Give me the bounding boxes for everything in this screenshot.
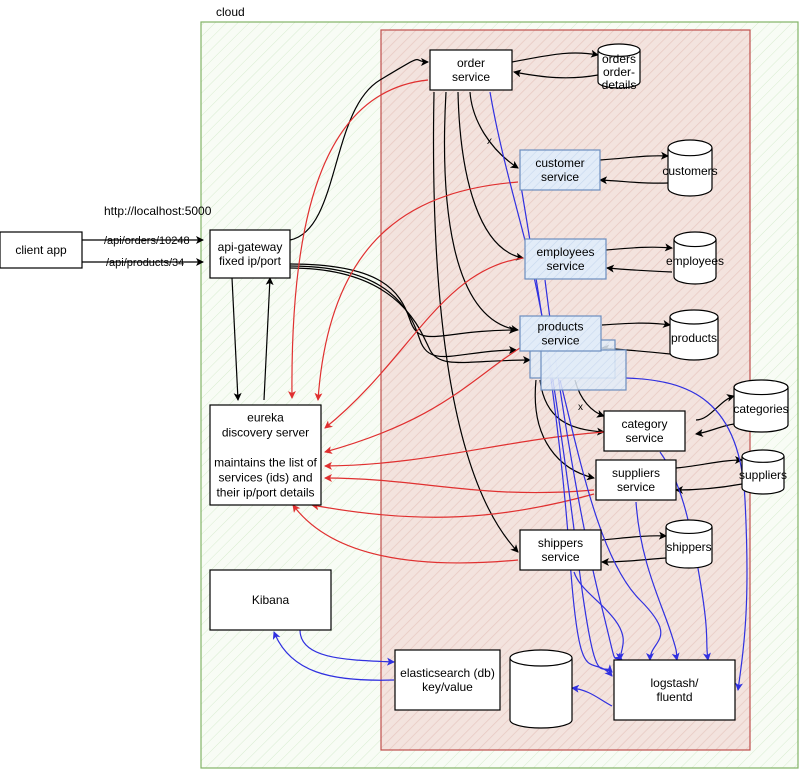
cloud-label: cloud bbox=[216, 5, 245, 19]
employees-database-label: employees bbox=[666, 254, 724, 268]
products-route-label: /api/products/34 bbox=[106, 257, 184, 269]
category-service-box[interactable] bbox=[603, 410, 686, 452]
suppliers-database-icon: suppliers bbox=[739, 449, 787, 495]
node-text: key/value bbox=[422, 680, 473, 694]
node-text: eureka bbox=[247, 411, 284, 425]
order-service-box[interactable] bbox=[429, 49, 513, 91]
node-text: employees bbox=[536, 245, 594, 259]
x-mark-label: x bbox=[487, 136, 492, 147]
products-database-label: products bbox=[671, 331, 717, 345]
node-text: service bbox=[625, 431, 663, 445]
logstash-node[interactable]: logstash/fluentd bbox=[613, 659, 736, 721]
suppliers-service-box[interactable] bbox=[595, 459, 677, 501]
node-text: fluentd bbox=[656, 690, 692, 704]
node-text: discovery server bbox=[222, 426, 309, 440]
node-text: Kibana bbox=[252, 593, 290, 607]
eureka-box[interactable] bbox=[209, 404, 322, 506]
shippers-database-icon: shippers bbox=[665, 519, 713, 569]
node-text: service bbox=[541, 170, 579, 184]
node-text: employees bbox=[666, 254, 724, 268]
logstash-box[interactable] bbox=[613, 659, 736, 721]
shippers-service-box[interactable] bbox=[519, 529, 602, 571]
node-text: shippers bbox=[666, 540, 711, 554]
node-text: products bbox=[671, 331, 717, 345]
kibana-box[interactable] bbox=[209, 569, 332, 631]
categories-database-icon: categories bbox=[733, 379, 789, 433]
node-text: api-gateway bbox=[218, 240, 283, 254]
products-service-replica[interactable] bbox=[540, 349, 627, 391]
node-text: customer bbox=[535, 156, 584, 170]
red-connectors bbox=[287, 79, 605, 564]
products-database-icon: products bbox=[669, 309, 719, 361]
node-text: order- bbox=[603, 65, 635, 79]
customers-database-label: customers bbox=[662, 164, 717, 178]
elasticsearch-database-icon bbox=[509, 649, 573, 729]
orders-route-label: /api/orders/10248 bbox=[104, 235, 190, 247]
shippers-database-label: shippers bbox=[666, 540, 711, 554]
employees-service-box[interactable] bbox=[524, 238, 607, 280]
products-service-box[interactable] bbox=[519, 315, 602, 352]
node-text: details bbox=[602, 78, 637, 92]
node-text: service bbox=[546, 259, 584, 273]
node-text: fixed ip/port bbox=[219, 254, 282, 268]
node-text: products bbox=[537, 320, 583, 334]
node-text: logstash/ bbox=[650, 676, 699, 690]
node-text: service bbox=[617, 480, 655, 494]
node-text: suppliers bbox=[739, 468, 787, 482]
node-text: elasticsearch (db) bbox=[400, 666, 495, 680]
node-text: client app bbox=[15, 243, 67, 257]
customer-service-box[interactable] bbox=[519, 149, 601, 191]
node-text: category bbox=[621, 417, 667, 431]
node-text: order bbox=[457, 56, 485, 70]
node-text: shippers bbox=[538, 536, 583, 550]
node-text: service bbox=[541, 334, 579, 348]
node-text: categories bbox=[733, 402, 788, 416]
black-connectors bbox=[82, 49, 743, 566]
elasticsearch-box[interactable] bbox=[394, 649, 501, 711]
node-text: customers bbox=[662, 164, 717, 178]
kibana-node[interactable]: Kibana bbox=[209, 569, 332, 631]
elasticsearch-node[interactable]: elasticsearch (db)key/value bbox=[394, 649, 501, 711]
categories-database-label: categories bbox=[733, 402, 788, 416]
node-text: their ip/port details bbox=[216, 486, 314, 500]
client-app-box[interactable] bbox=[0, 231, 83, 269]
node-text: service bbox=[541, 550, 579, 564]
base-url-label: http://localhost:5000 bbox=[104, 204, 212, 218]
api-gateway-box[interactable] bbox=[209, 229, 291, 279]
node-text: orders bbox=[602, 52, 636, 66]
node-text: maintains the list of bbox=[214, 456, 317, 470]
x-mark-label: x bbox=[578, 402, 583, 413]
employees-database-icon: employees bbox=[666, 231, 724, 285]
customers-database-icon: customers bbox=[662, 139, 718, 197]
node-text: suppliers bbox=[612, 466, 660, 480]
client-app-node[interactable]: client app bbox=[0, 231, 83, 269]
node-text: service bbox=[452, 70, 490, 84]
node-text: services (ids) and bbox=[218, 471, 312, 485]
suppliers-database-label: suppliers bbox=[739, 468, 787, 482]
